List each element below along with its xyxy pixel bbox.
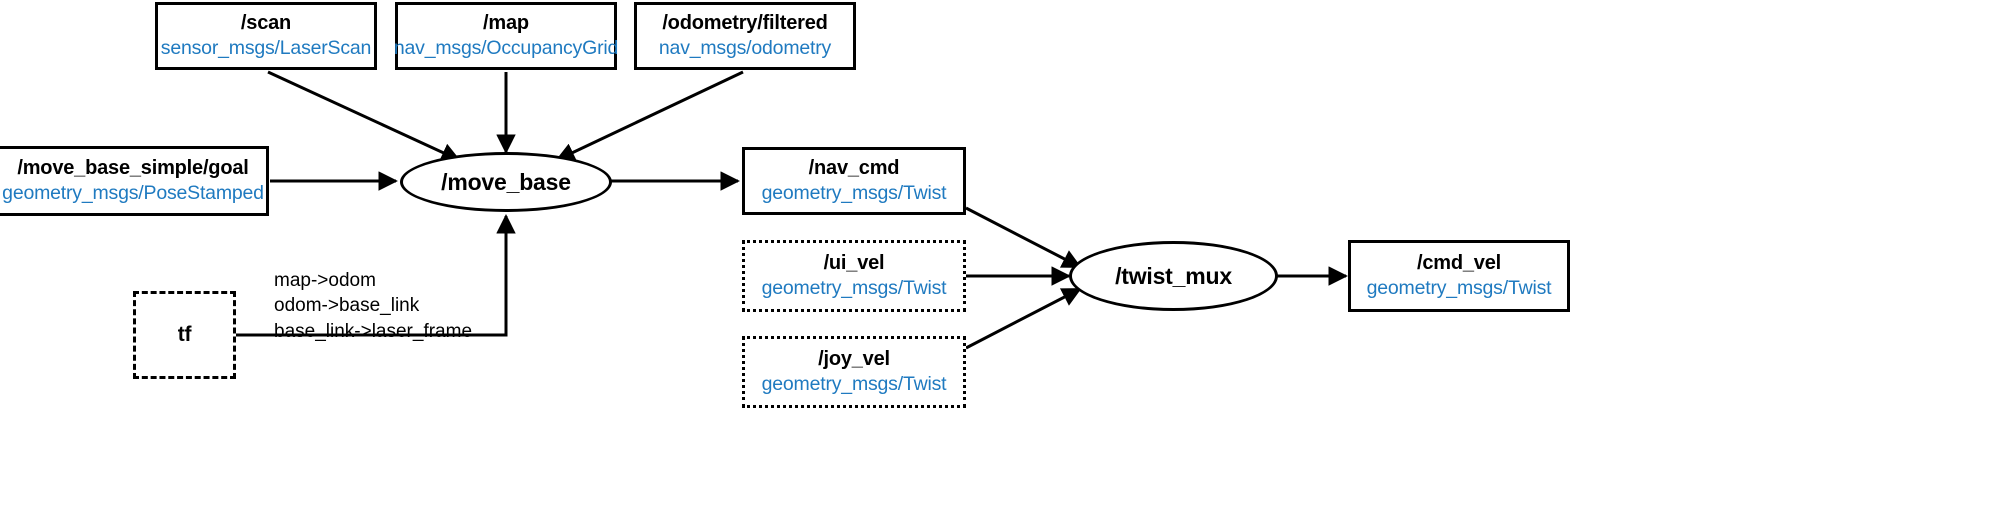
node-label-twist-mux: /twist_mux — [1115, 262, 1232, 289]
topic-name-cmd-vel: /cmd_vel — [1416, 252, 1501, 275]
topic-type-nav-cmd: geometry_msgs/Twist — [761, 182, 947, 205]
topic-name-scan: /scan — [240, 12, 292, 35]
topic-name-nav-cmd: /nav_cmd — [808, 157, 900, 180]
node-move-base[interactable]: /move_base — [400, 152, 612, 212]
topic-type-odometry-filtered: nav_msgs/odometry — [658, 37, 832, 60]
node-twist-mux[interactable]: /twist_mux — [1069, 241, 1278, 311]
topic-name-odometry-filtered: /odometry/filtered — [662, 12, 828, 35]
topic-box-joy-vel[interactable]: /joy_vel geometry_msgs/Twist — [742, 336, 966, 408]
edge-scan-to-move-base — [267, 70, 461, 162]
topic-type-cmd-vel: geometry_msgs/Twist — [1366, 277, 1552, 300]
edge-label-tf-transforms: map->odom odom->base_link base_link->las… — [274, 270, 473, 342]
topic-name-map: /map — [483, 12, 529, 35]
edge-odometry-to-move-base — [555, 70, 744, 162]
topic-box-odometry-filtered[interactable]: /odometry/filtered nav_msgs/odometry — [634, 2, 856, 70]
topic-box-nav-cmd[interactable]: /nav_cmd geometry_msgs/Twist — [742, 147, 966, 215]
topic-type-ui-vel: geometry_msgs/Twist — [761, 277, 947, 300]
topic-type-map: nav_msgs/OccupancyGrid — [393, 37, 619, 60]
topic-type-scan: sensor_msgs/LaserScan — [160, 37, 372, 60]
topic-box-cmd-vel[interactable]: /cmd_vel geometry_msgs/Twist — [1348, 240, 1570, 312]
node-tf[interactable]: tf — [133, 291, 236, 379]
edge-joy-vel-to-twist-mux — [965, 287, 1082, 350]
topic-type-joy-vel: geometry_msgs/Twist — [761, 373, 947, 396]
topic-box-map[interactable]: /map nav_msgs/OccupancyGrid — [393, 2, 619, 70]
node-label-tf: tf — [177, 323, 192, 346]
edge-tf-to-move-base — [236, 214, 516, 337]
topic-box-move-base-simple-goal[interactable]: /move_base_simple/goal geometry_msgs/Pos… — [0, 146, 269, 216]
topic-box-ui-vel[interactable]: /ui_vel geometry_msgs/Twist — [742, 240, 966, 312]
topic-name-ui-vel: /ui_vel — [823, 252, 885, 275]
topic-name-move-base-simple-goal: /move_base_simple/goal — [17, 157, 249, 180]
node-label-move-base: /move_base — [441, 168, 571, 195]
topic-name-joy-vel: /joy_vel — [818, 348, 890, 371]
edge-nav-cmd-to-twist-mux — [965, 206, 1082, 269]
topic-box-scan[interactable]: /scan sensor_msgs/LaserScan — [155, 2, 377, 70]
topic-type-move-base-simple-goal: geometry_msgs/PoseStamped — [2, 182, 264, 205]
